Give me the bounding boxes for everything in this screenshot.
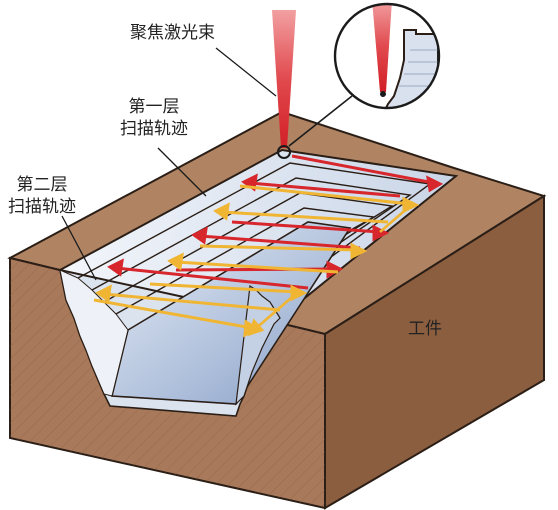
workpiece-label-text: 工件	[408, 319, 442, 339]
laser-beam-label: 聚焦激光束	[130, 22, 215, 44]
layer2-label: 第二层 扫描轨迹	[8, 174, 76, 218]
magnifier-leader	[288, 95, 353, 147]
focus-spot-marker	[277, 145, 291, 159]
scan-turn-connectors	[248, 205, 411, 337]
layer1-label: 第一层 扫描轨迹	[120, 96, 188, 140]
layer2-scan-arrows	[93, 184, 420, 338]
workpiece-label: 工件	[408, 318, 442, 340]
layer2-label-line1: 第二层	[16, 175, 68, 195]
label-leaders	[61, 47, 277, 281]
layer1-label-line2: 扫描轨迹	[120, 119, 188, 139]
magnifier-inset	[333, 2, 441, 110]
layer1-label-line1: 第一层	[128, 97, 180, 117]
laser-beam-label-text: 聚焦激光束	[130, 23, 215, 43]
laser-beam	[272, 10, 296, 148]
layer2-label-line2: 扫描轨迹	[8, 197, 76, 217]
pocket-left-wall	[59, 269, 129, 397]
